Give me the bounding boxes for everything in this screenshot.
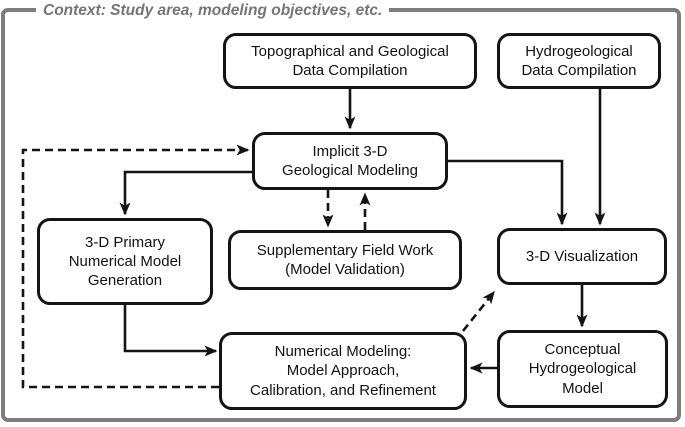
arrow-implicit-to-primary <box>119 170 253 216</box>
box-implicit-3d-geological-modeling: Implicit 3-D Geological Modeling <box>252 132 448 190</box>
context-label: Context: Study area, modeling objectives… <box>36 1 390 20</box>
arrow-numerical-to-implicit-feedback <box>21 144 250 389</box>
box-hydrogeological-data-compilation: Hydrogeological Data Compilation <box>497 33 661 89</box>
box-3d-primary-numerical-model-generation: 3-D Primary Numerical Model Generation <box>37 218 213 305</box>
box-label: 3-D Visualization <box>525 247 639 265</box>
box-topographical-geological-data-compilation: Topographical and Geological Data Compil… <box>223 33 477 89</box>
box-numerical-modeling: Numerical Modeling: Model Approach, Cali… <box>219 332 467 410</box>
box-label: Topographical and Geological Data Compil… <box>251 42 449 79</box>
box-label: Hydrogeological Data Compilation <box>521 42 637 79</box>
box-supplementary-field-work: Supplementary Field Work (Model Validati… <box>228 230 462 290</box>
arrow-implicit-to-viz <box>447 159 568 226</box>
box-label: Supplementary Field Work (Model Validati… <box>256 241 434 278</box>
arrow-primary-to-numerical <box>123 304 218 357</box>
box-label: Conceptual Hydrogeological Model <box>528 341 637 397</box>
box-label: Numerical Modeling: Model Approach, Cali… <box>250 343 436 399</box>
box-label: 3-D Primary Numerical Model Generation <box>68 233 182 290</box>
box-conceptual-hydrogeological-model: Conceptual Hydrogeological Model <box>497 330 668 408</box>
box-3d-visualization: 3-D Visualization <box>497 228 667 285</box>
arrow-numerical-to-viz <box>461 290 496 332</box>
box-label: Implicit 3-D Geological Modeling <box>282 142 418 179</box>
